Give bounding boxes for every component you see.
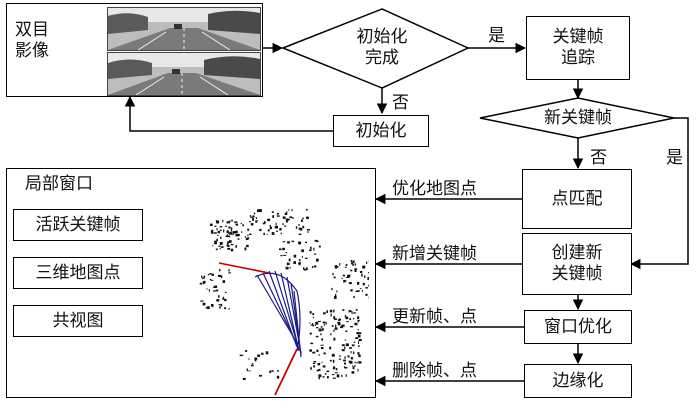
decision-newkf-shape xyxy=(479,97,675,139)
local-window-item: 共视图 xyxy=(13,305,143,337)
edge-label-new-keyframe: 新增关键帧 xyxy=(392,244,477,264)
edge-label-yes-tracking: 是 xyxy=(488,26,505,46)
edge-label-no-match: 否 xyxy=(590,148,607,168)
window-optimization-box: 窗口优化 xyxy=(524,310,632,344)
decision-newkf-label: 新关键帧 xyxy=(544,107,612,128)
stereo-image-box: 双目 影像 xyxy=(6,3,263,97)
edge-yes-to-create xyxy=(629,117,689,270)
edge-label-update: 更新帧、点 xyxy=(392,307,477,327)
local-window-box: 局部窗口 活跃关键帧 三维地图点 共视图 xyxy=(6,168,376,398)
marginalization-box: 边缘化 xyxy=(524,364,632,398)
point-match-box: 点匹配 xyxy=(522,169,632,229)
create-keyframe-box: 创建新 关键帧 xyxy=(522,233,632,295)
edge-init-to-input xyxy=(124,95,333,132)
decision-init-label: 初始化 完成 xyxy=(356,27,408,68)
keyframe-tracking-box: 关键帧 追踪 xyxy=(526,16,630,80)
point-cloud-map xyxy=(199,209,369,395)
local-window-item: 三维地图点 xyxy=(13,257,143,289)
edge-label-yes-create: 是 xyxy=(666,148,683,168)
edge-label-delete: 删除帧、点 xyxy=(392,361,477,381)
stereo-image-label: 双目 影像 xyxy=(15,20,49,61)
right-camera-image xyxy=(107,52,261,96)
edge-label-optimize-points: 优化地图点 xyxy=(392,179,477,199)
local-window-title: 局部窗口 xyxy=(25,174,93,194)
local-window-item: 活跃关键帧 xyxy=(13,209,143,241)
edge-label-no-init: 否 xyxy=(392,93,409,113)
init-box: 初始化 xyxy=(333,115,429,147)
decision-init-shape xyxy=(280,8,470,89)
left-camera-image xyxy=(107,7,261,51)
